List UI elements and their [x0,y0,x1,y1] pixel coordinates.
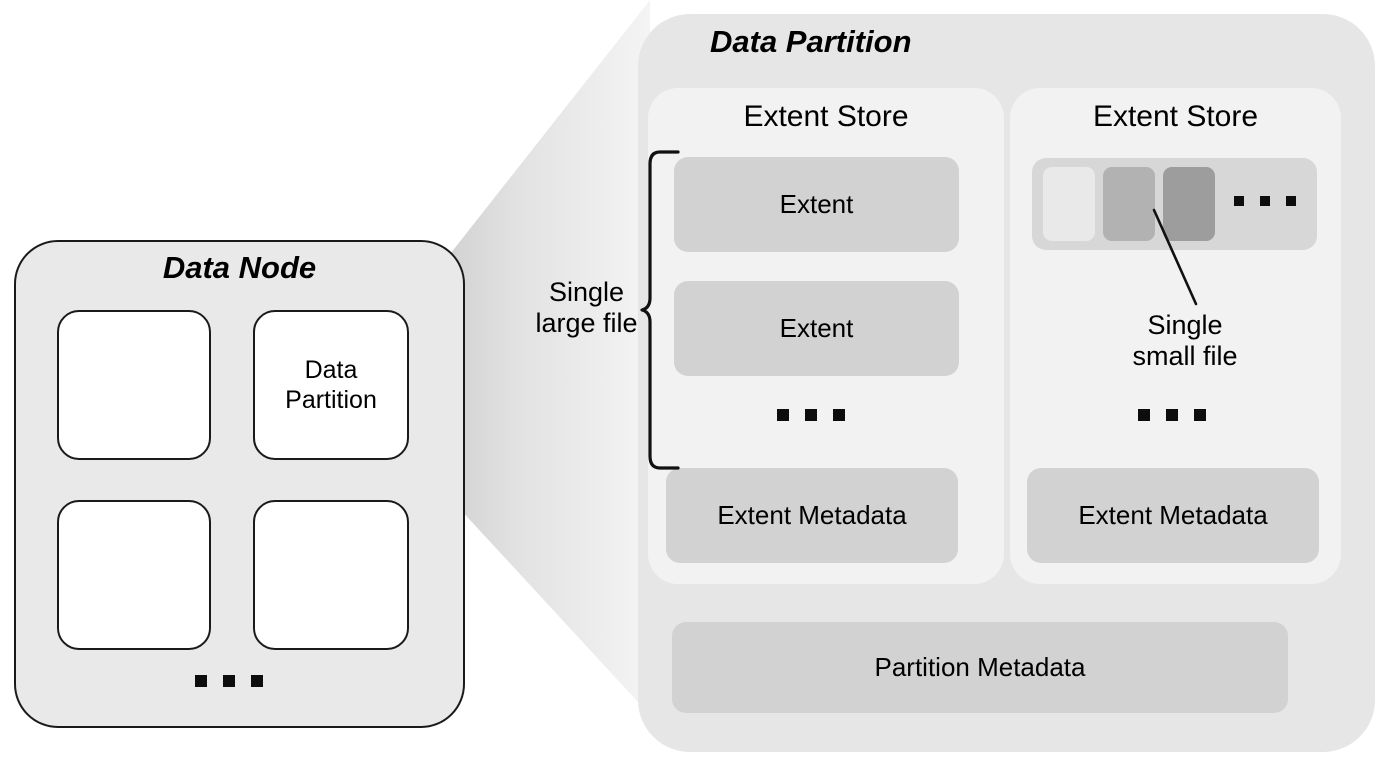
data-partition-title: Data Partition [710,24,912,59]
small-file-block-3[interactable] [1163,167,1215,241]
data-node-slot-1[interactable] [57,310,211,460]
extent-store-2-title: Extent Store [1092,100,1259,133]
data-node-slot-4[interactable] [253,500,409,650]
extent-store-1-ellipsis-icon [777,409,845,421]
extent-box-1[interactable]: Extent [674,157,959,252]
extent-box-2-label: Extent [779,313,854,343]
extent-box-2[interactable]: Extent [674,281,959,376]
data-node-slot-3[interactable] [57,500,211,650]
extent-metadata-box-2[interactable]: Extent Metadata [1027,468,1319,563]
small-file-strip [1032,158,1317,250]
extent-metadata-box-1-label: Extent Metadata [717,500,907,530]
data-node-slot-2-label: Data Partition [285,356,377,414]
small-file-strip-ellipsis-icon [1234,196,1296,206]
extent-metadata-box-2-label: Extent Metadata [1078,500,1268,530]
extent-metadata-box-1[interactable]: Extent Metadata [666,468,958,563]
small-file-block-2[interactable] [1103,167,1155,241]
single-small-file-annotation: Single small file [1132,310,1238,372]
partition-metadata-box[interactable]: Partition Metadata [672,622,1288,713]
small-file-block-1[interactable] [1043,167,1095,241]
data-node-title: Data Node [162,250,317,285]
partition-metadata-box-label: Partition Metadata [874,652,1086,682]
extent-store-1-title: Extent Store [743,100,909,133]
data-node-slot-data-partition[interactable]: Data Partition [253,310,409,460]
single-large-file-annotation: Single large file [535,277,638,339]
extent-box-1-label: Extent [779,189,854,219]
data-node-ellipsis-icon [195,675,263,687]
extent-store-2-ellipsis-icon [1138,409,1206,421]
